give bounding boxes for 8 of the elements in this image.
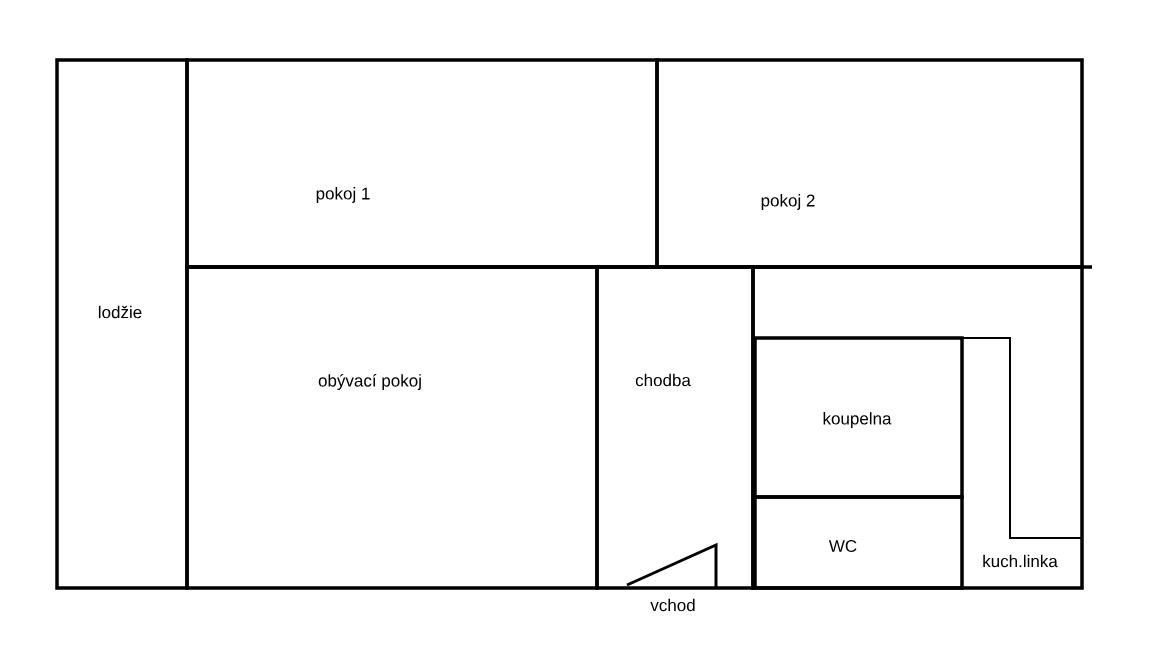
room: pokoj 2 [655,58,1084,269]
room: pokoj 1 [185,58,659,269]
counter: kuch.linka [961,337,1083,568]
room: obývací pokoj [185,265,599,590]
room: WC [753,495,964,590]
room: chodba [595,265,755,590]
room: lodžie [55,58,189,590]
room: koupelna [753,336,964,499]
